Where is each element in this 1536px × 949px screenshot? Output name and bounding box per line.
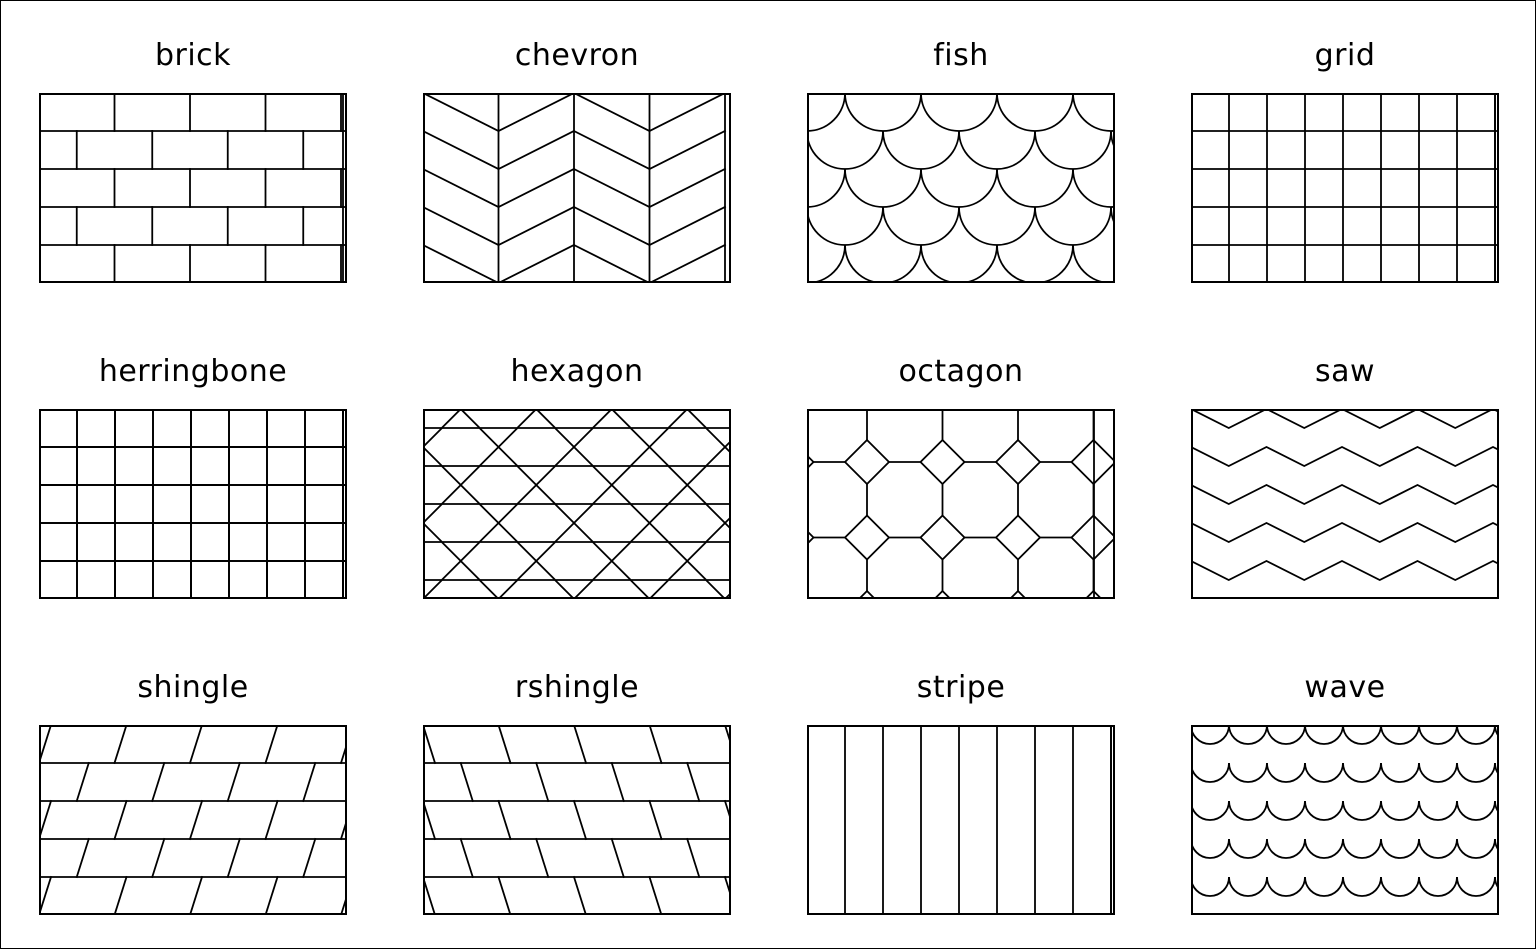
pattern-label-grid: grid <box>1314 38 1376 73</box>
pattern-swatch-shingle <box>39 725 347 915</box>
pattern-swatch-brick <box>39 93 347 283</box>
pattern-border-brick <box>39 93 347 283</box>
pattern-lines-shingle <box>39 725 347 915</box>
pattern-label-shingle: shingle <box>137 670 249 705</box>
pattern-lines-chevron <box>423 93 727 283</box>
pattern-label-octagon: octagon <box>898 354 1024 389</box>
pattern-swatch-herringbone <box>39 409 347 599</box>
pattern-lines-hexagon <box>423 409 731 599</box>
pattern-label-wave: wave <box>1304 670 1386 705</box>
pattern-border-rshingle <box>423 725 731 915</box>
pattern-label-saw: saw <box>1314 354 1376 389</box>
pattern-label-chevron: chevron <box>514 38 640 73</box>
pattern-label-brick: brick <box>154 38 232 73</box>
pattern-label-rshingle: rshingle <box>514 670 640 705</box>
pattern-label-herringbone: herringbone <box>98 354 288 389</box>
pattern-swatch-wave <box>1191 725 1499 915</box>
pattern-swatch-chevron <box>423 93 731 283</box>
pattern-swatch-grid <box>1191 93 1499 283</box>
pattern-border-chevron <box>423 93 731 283</box>
pattern-lines-brick <box>39 93 347 283</box>
pattern-swatch-stripe <box>807 725 1115 915</box>
pattern-border-herringbone <box>39 409 347 599</box>
pattern-lines-rshingle <box>423 725 731 915</box>
pattern-lines-fish <box>807 93 1115 283</box>
pattern-swatch-rshingle <box>423 725 731 915</box>
pattern-lines-saw <box>1191 409 1499 599</box>
pattern-lines-stripe <box>844 725 1112 915</box>
pattern-border-shingle <box>39 725 347 915</box>
pattern-lines-grid <box>1191 93 1499 283</box>
pattern-border-hexagon <box>423 409 731 599</box>
pattern-lines-herringbone <box>39 409 347 599</box>
pattern-label-fish: fish <box>933 38 989 73</box>
pattern-label-hexagon: hexagon <box>510 354 644 389</box>
pattern-border-fish <box>807 93 1115 283</box>
pattern-swatch-hexagon <box>423 409 731 599</box>
pattern-lines-octagon <box>807 409 1115 599</box>
pattern-border-wave <box>1191 725 1499 915</box>
pattern-border-stripe <box>807 725 1115 915</box>
pattern-border-octagon <box>807 409 1115 599</box>
pattern-border-saw <box>1191 409 1499 599</box>
pattern-lines-wave <box>1191 725 1499 897</box>
pattern-swatch-fish <box>807 93 1115 283</box>
pattern-label-stripe: stripe <box>916 670 1006 705</box>
pattern-swatch-octagon <box>807 409 1115 599</box>
pattern-swatch-saw <box>1191 409 1499 599</box>
pattern-border-grid <box>1191 93 1499 283</box>
